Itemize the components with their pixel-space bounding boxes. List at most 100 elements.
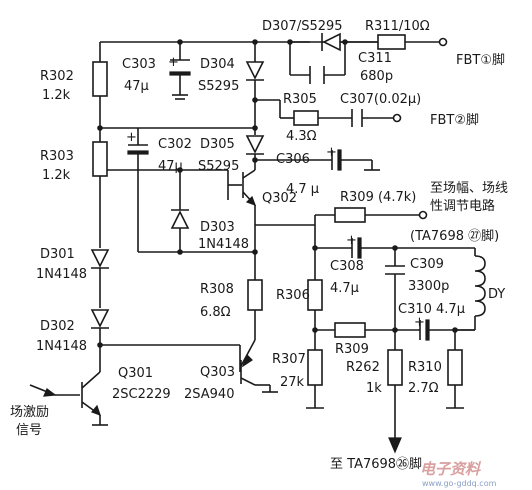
- label-r302-ref: R302: [40, 69, 74, 84]
- resistor-r310: [447, 349, 463, 386]
- capacitor-c303: [169, 59, 191, 76]
- label-ta-pin27: (TA7698 ㉗脚): [410, 228, 499, 244]
- input-arrow-icon: [29, 384, 57, 397]
- resistor-r305: [293, 110, 319, 126]
- label-r310-ref: R310: [408, 360, 442, 375]
- label-r308-value: 6.8Ω: [200, 305, 231, 320]
- label-q302: Q302: [262, 191, 297, 206]
- label-r306: R306: [276, 288, 310, 303]
- label-r310-value: 2.7Ω: [408, 381, 439, 396]
- label-r303-ref: R303: [40, 149, 74, 164]
- label-d303-ref: D303: [200, 220, 235, 235]
- label-c311-ref: C311: [358, 51, 392, 66]
- watermark: 电子资料 www.go-gddq.com: [420, 460, 497, 488]
- label-c303-plus: +: [168, 55, 179, 70]
- deflection-coil-dy: [474, 255, 486, 317]
- label-c310: C310 4.7μ: [398, 302, 465, 317]
- label-c302-value: 47μ: [158, 159, 183, 174]
- label-q301-ref: Q301: [118, 366, 153, 381]
- label-c306-plus: +: [326, 145, 337, 160]
- capacitor-c308: [351, 237, 362, 259]
- output-arrow-icon: [388, 437, 402, 454]
- label-c303-ref: C303: [122, 57, 156, 72]
- label-r262-value: 1k: [366, 381, 382, 396]
- label-input-1: 场激励: [10, 405, 49, 420]
- label-r305-ref: R305: [283, 92, 317, 107]
- resistor-r307: [307, 349, 323, 386]
- label-r307-ref: R307: [272, 352, 306, 367]
- label-ta-pin26: 至 TA7698㉖脚: [330, 456, 422, 472]
- label-fbt1: FBT①脚: [456, 52, 505, 68]
- resistor-r308: [247, 279, 263, 311]
- label-c302-plus: +: [126, 130, 137, 145]
- label-r307-value: 27k: [280, 375, 305, 390]
- label-d302-ref: D302: [40, 319, 75, 334]
- label-dy: DY: [488, 287, 505, 302]
- label-d301-ref: D301: [40, 247, 75, 262]
- resistor-r309-top: [334, 207, 366, 223]
- capacitor-c307: [351, 109, 363, 127]
- label-d301-value: 1N4148: [36, 267, 87, 282]
- label-r309-bottom: R309: [335, 342, 369, 357]
- diode-d302: [90, 309, 110, 329]
- label-r302-value: 1.2k: [42, 88, 71, 103]
- watermark-logo: 电子资料: [420, 460, 482, 478]
- label-fbt2: FBT②脚: [430, 112, 479, 128]
- label-c306-value: 4.7 μ: [286, 182, 319, 197]
- label-r311: R311/10Ω: [365, 19, 430, 34]
- resistor-r306: [307, 279, 323, 311]
- label-c311-value: 680p: [360, 69, 393, 84]
- terminal-fbt2: [392, 113, 402, 123]
- diode-d305: [245, 135, 265, 155]
- label-c303-value: 47μ: [124, 79, 149, 94]
- label-d305-ref: D305: [200, 137, 235, 152]
- transistor-q303: [240, 339, 256, 386]
- diode-d307: [321, 32, 341, 52]
- label-r305-value: 4.3Ω: [286, 129, 317, 144]
- label-c310-plus: +: [414, 315, 425, 330]
- capacitor-c309: [385, 265, 405, 275]
- label-c308-ref: C308: [330, 259, 364, 274]
- label-c309-ref: C309: [410, 257, 444, 272]
- resistor-r309-bottom: [334, 322, 366, 338]
- transistor-q302: [242, 169, 257, 207]
- diode-d301: [90, 249, 110, 269]
- label-input-2: 信号: [16, 423, 42, 438]
- label-d304-ref: D304: [200, 57, 235, 72]
- resistor-r303: [92, 141, 108, 177]
- label-r308-ref: R308: [200, 282, 234, 297]
- wiring: [55, 41, 476, 440]
- resistor-r262: [387, 349, 403, 386]
- label-d303-value: 1N4148: [198, 237, 249, 252]
- label-q303-value: 2SA940: [184, 387, 234, 402]
- label-d307: D307/S5295: [262, 19, 343, 34]
- label-c306-ref: C306: [276, 152, 310, 167]
- label-d305-value: S5295: [198, 159, 239, 174]
- capacitor-c311: [309, 66, 325, 84]
- component-labels: R302 1.2k R303 1.2k C303 47μ + D304 S529…: [10, 19, 508, 472]
- resistor-r302: [92, 61, 108, 97]
- label-r309-top: R309 (4.7k): [340, 190, 416, 205]
- capacitor-c310: [419, 319, 430, 341]
- label-r262-ref: R262: [346, 360, 380, 375]
- label-c308-plus: +: [346, 233, 357, 248]
- terminal-fbt1: [438, 37, 448, 47]
- label-q301-value: 2SC2229: [112, 387, 171, 402]
- diode-d303: [170, 209, 190, 229]
- terminal-adj: [418, 210, 428, 220]
- transistor-q301: [81, 371, 101, 417]
- label-d302-value: 1N4148: [36, 339, 87, 354]
- watermark-url: www.go-gddq.com: [422, 479, 497, 488]
- capacitor-c302: [127, 144, 149, 155]
- label-c309-value: 3300p: [408, 279, 449, 294]
- label-c307: C307(0.02μ): [340, 92, 421, 107]
- resistor-r311: [377, 34, 406, 50]
- label-r303-value: 1.2k: [42, 168, 71, 183]
- diode-d304: [245, 61, 265, 81]
- label-c308-value: 4.7μ: [330, 281, 359, 296]
- label-to-adj-2: 性调节电路: [430, 198, 495, 214]
- junction-dots: [97, 39, 458, 348]
- label-c302-ref: C302: [158, 137, 192, 152]
